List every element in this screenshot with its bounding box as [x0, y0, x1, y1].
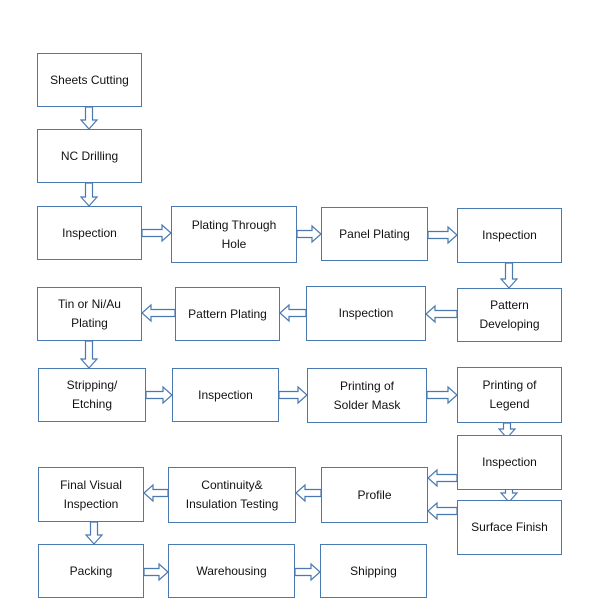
- step-label: Inspection: [482, 455, 537, 469]
- arrow-left-icon: [425, 304, 458, 324]
- step-label: Profile: [357, 487, 392, 502]
- step-label: Inspection: [198, 387, 253, 402]
- arrow-left-icon: [279, 303, 307, 323]
- arrow-left-icon: [427, 468, 458, 488]
- step-shipping: Shipping: [320, 544, 427, 598]
- arrow-down-icon: [79, 182, 99, 207]
- step-label: Tin or Ni/Au Plating: [58, 297, 121, 330]
- step-warehousing: Warehousing: [168, 544, 295, 598]
- step-printing-legend: Printing of Legend: [457, 367, 562, 423]
- arrow-down-icon: [499, 262, 519, 289]
- step-label: Pattern Plating: [188, 306, 267, 321]
- step-inspection-3: Inspection: [306, 286, 426, 341]
- step-stripping-etching: Stripping/ Etching: [38, 368, 146, 422]
- step-label: Panel Plating: [339, 226, 410, 241]
- step-plating-through-hole: Plating Through Hole: [171, 206, 297, 263]
- step-label: Inspection: [62, 225, 117, 240]
- step-printing-solder-mask: Printing of Solder Mask: [307, 368, 427, 423]
- step-inspection-2: Inspection: [457, 208, 562, 263]
- step-nc-drilling: NC Drilling: [37, 129, 142, 183]
- arrow-right-icon: [427, 225, 458, 245]
- arrow-down-icon: [84, 521, 104, 545]
- step-label: Pattern Developing: [479, 298, 540, 331]
- step-label: Surface Finish: [471, 520, 548, 534]
- step-tin-niau-plating: Tin or Ni/Au Plating: [37, 287, 142, 341]
- step-label: Continuity& Insulation Testing: [185, 478, 279, 511]
- arrow-right-icon: [143, 562, 169, 582]
- step-label: Inspection: [338, 306, 394, 320]
- step-packing: Packing: [38, 544, 144, 598]
- arrow-right-icon: [294, 562, 321, 582]
- step-panel-plating: Panel Plating: [321, 207, 428, 261]
- arrow-down-icon: [497, 422, 517, 439]
- arrow-right-icon: [141, 223, 172, 243]
- step-label: Sheets Cutting: [50, 72, 129, 87]
- step-surface-finish: Surface Finish: [457, 500, 562, 555]
- step-inspection-5: Inspection: [457, 435, 562, 490]
- step-label: Warehousing: [196, 563, 267, 578]
- step-pattern-plating: Pattern Plating: [175, 287, 280, 341]
- step-profile: Profile: [321, 467, 428, 523]
- arrow-right-icon: [296, 224, 322, 244]
- step-label: Packing: [69, 563, 113, 578]
- arrow-left-icon: [427, 501, 458, 521]
- step-label: Plating Through Hole: [191, 217, 277, 251]
- arrow-left-icon: [143, 483, 169, 503]
- arrow-down-icon: [79, 106, 99, 130]
- step-inspection-4: Inspection: [172, 368, 279, 422]
- step-continuity-insulation-testing: Continuity& Insulation Testing: [168, 467, 296, 523]
- step-label: Inspection: [482, 228, 537, 242]
- step-sheets-cutting: Sheets Cutting: [37, 53, 142, 107]
- arrow-down-icon: [79, 340, 99, 369]
- arrow-left-icon: [141, 303, 176, 323]
- step-label: Final Visual Inspection: [60, 477, 122, 511]
- arrow-right-icon: [426, 385, 458, 405]
- step-label: Stripping/ Etching: [66, 378, 118, 411]
- step-pattern-developing: Pattern Developing: [457, 288, 562, 342]
- arrow-right-icon: [278, 385, 308, 405]
- step-label: Shipping: [350, 563, 397, 578]
- step-label: NC Drilling: [60, 148, 119, 163]
- step-label: Printing of Legend: [482, 378, 537, 411]
- arrow-left-icon: [295, 483, 322, 503]
- step-label: Printing of Solder Mask: [333, 378, 401, 412]
- step-inspection-1: Inspection: [37, 206, 142, 260]
- arrow-right-icon: [145, 385, 173, 405]
- step-final-visual-inspection: Final Visual Inspection: [38, 467, 144, 522]
